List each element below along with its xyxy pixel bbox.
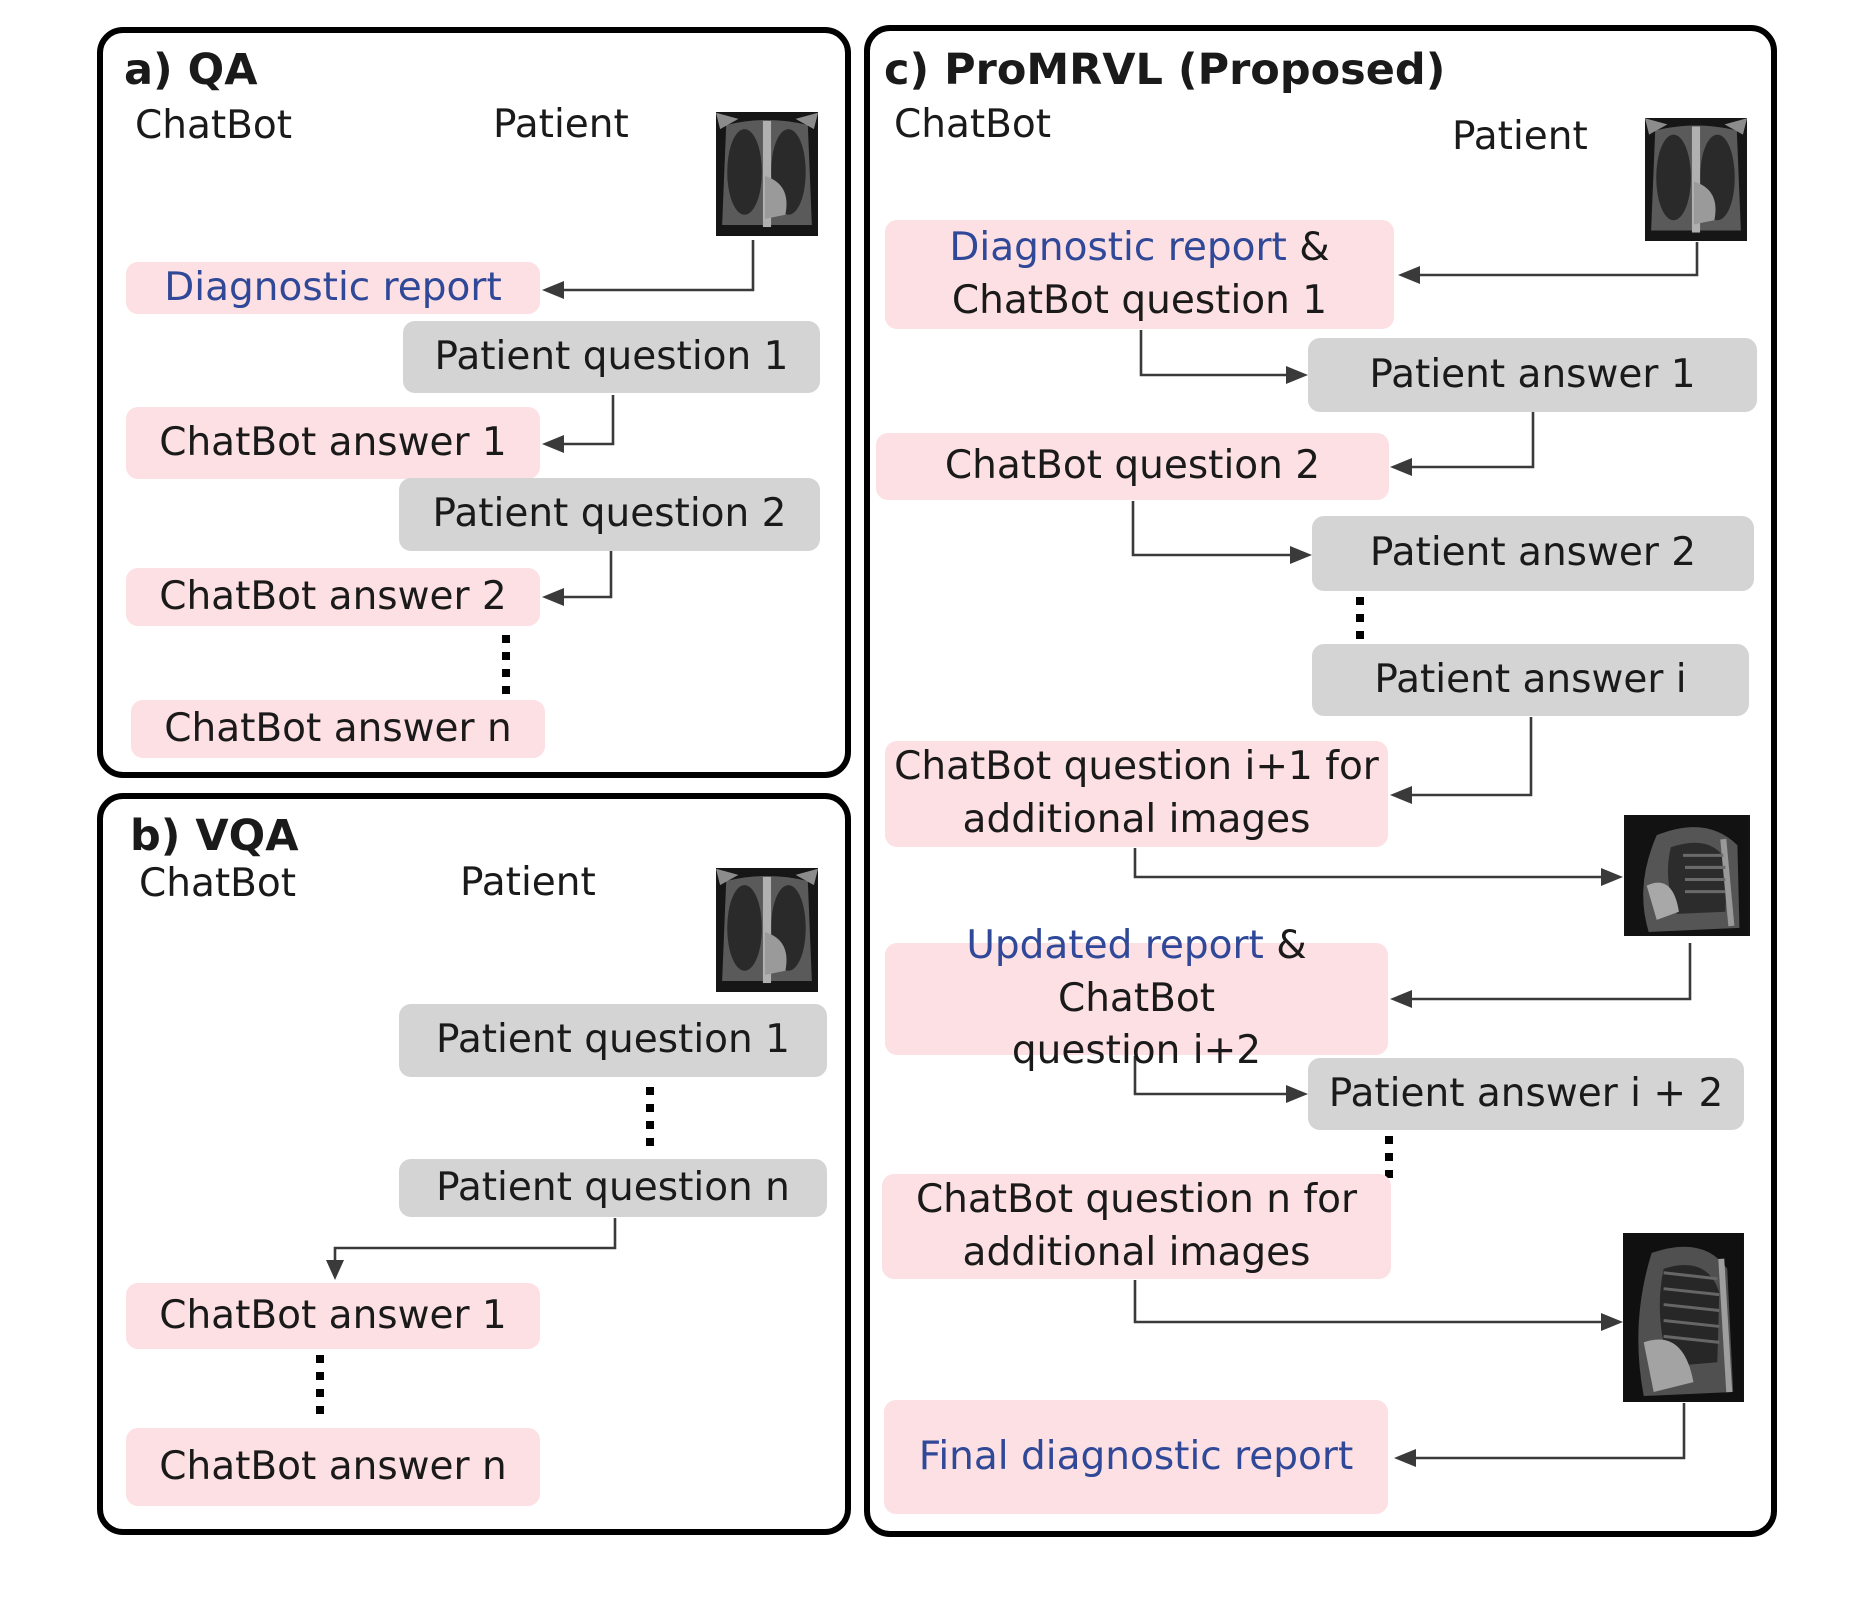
updated-line2: question i+2 [1011, 1028, 1262, 1074]
updated-report-question-i2-box-c: Updated report & ChatBot question i+2 [885, 923, 1388, 1073]
arrowhead [1286, 366, 1308, 384]
patient-answer-i2-box-c: Patient answer i + 2 [1308, 1058, 1744, 1130]
ellipsis-dots-c2 [1385, 1136, 1393, 1178]
updated-rest-text: & ChatBot [1057, 923, 1307, 1021]
arrow-answeri-to-qi1-c [1408, 717, 1533, 797]
updated-report-text: Updated report & ChatBot question i+2 [885, 920, 1388, 1078]
arrow-questionn-to-answer1-b [333, 1218, 617, 1262]
panel-c-title: c) ProMRVL (Proposed) [884, 45, 1446, 95]
arrow-q2-to-answer2-c [1131, 501, 1294, 557]
patient-question-2-box-a: Patient question 2 [399, 478, 820, 551]
chatbot-question-n-box-c: ChatBot question n for additional images [882, 1174, 1391, 1279]
panel-a-chatbot-label: ChatBot [135, 103, 293, 148]
patient-question-1-box-a: Patient question 1 [403, 321, 820, 393]
question-n-line2: additional images [962, 1229, 1311, 1275]
ellipsis-dots-c1 [1356, 597, 1364, 639]
final-diagnostic-report-box-c: Final diagnostic report [884, 1400, 1388, 1514]
arrowhead [542, 281, 564, 299]
arrow-lateral-xray-to-final-c [1412, 1403, 1686, 1460]
chatbot-answer-n-box-b: ChatBot answer n [126, 1428, 540, 1506]
chatbot-question-2-box-c: ChatBot question 2 [876, 433, 1389, 500]
question-n-text: ChatBot question n for additional images [916, 1174, 1357, 1279]
question-i1-line1: ChatBot question i+1 for [894, 744, 1379, 790]
ellipsis-dots-b1 [646, 1087, 654, 1146]
panel-b-vqa-frame [97, 793, 851, 1535]
updated-report-label: Updated report [966, 923, 1264, 969]
arrow-question2-to-answer2-a [560, 551, 613, 599]
patient-answer-1-box-c: Patient answer 1 [1308, 338, 1757, 412]
arrowhead [1601, 868, 1623, 886]
patient-question-n-box-b: Patient question n [399, 1159, 827, 1217]
panel-c-chatbot-label: ChatBot [894, 102, 1052, 147]
question-n-line1: ChatBot question n for [915, 1176, 1358, 1222]
arrow-question1-to-answer1-a [560, 395, 615, 446]
report-question-1-text: Diagnostic report & ChatBot question 1 [949, 222, 1329, 327]
panel-c-promrvl-frame [864, 25, 1777, 1537]
arrow-xray-to-report-a [560, 240, 755, 292]
arrow-qn-to-lateral-xray-c [1133, 1280, 1605, 1324]
arrowhead [1286, 1085, 1308, 1103]
patient-question-1-box-b: Patient question 1 [399, 1004, 827, 1077]
panel-b-title: b) VQA [130, 811, 299, 861]
chest-xray-frontal-icon [1645, 118, 1747, 241]
question-1-text: ChatBot question 1 [951, 277, 1328, 323]
chatbot-answer-n-box-a: ChatBot answer n [131, 700, 545, 758]
chatbot-answer-2-box-a: ChatBot answer 2 [126, 568, 540, 626]
chatbot-answer-1-box-b: ChatBot answer 1 [126, 1283, 540, 1349]
arrow-updated-to-answeri2-c [1133, 1056, 1290, 1096]
arrowhead [1290, 546, 1312, 564]
diagnostic-report-box-a: Diagnostic report [126, 262, 540, 314]
arrowhead [1390, 786, 1412, 804]
panel-a-qa-frame [97, 27, 851, 778]
arrow-lateral-xray-to-updated-report-c [1408, 943, 1692, 1001]
report-text: Diagnostic report [949, 224, 1287, 270]
chatbot-question-i1-box-c: ChatBot question i+1 for additional imag… [885, 741, 1388, 847]
panel-a-patient-label: Patient [493, 102, 629, 147]
panel-b-chatbot-label: ChatBot [139, 861, 297, 906]
ellipsis-dots-b2 [316, 1355, 324, 1414]
amp-text: & [1286, 224, 1330, 270]
arrowhead [1390, 990, 1412, 1008]
question-i1-text: ChatBot question i+1 for additional imag… [894, 741, 1379, 846]
question-i1-line2: additional images [962, 797, 1311, 842]
chest-xray-lateral-icon [1624, 815, 1750, 936]
patient-answer-2-box-c: Patient answer 2 [1312, 516, 1754, 591]
ellipsis-dots-a [502, 635, 510, 694]
arrow-q1-to-answer1-c [1139, 330, 1290, 377]
arrowhead [542, 435, 564, 453]
panel-b-patient-label: Patient [460, 860, 596, 905]
arrowhead [1394, 1449, 1416, 1467]
chest-xray-frontal-icon [716, 112, 818, 236]
panel-a-title: a) QA [124, 45, 258, 95]
arrow-answer1-to-q2-c [1408, 412, 1535, 469]
arrowhead [1601, 1313, 1623, 1331]
diagnostic-report-question-1-box-c: Diagnostic report & ChatBot question 1 [885, 220, 1394, 329]
chatbot-answer-1-box-a: ChatBot answer 1 [126, 407, 540, 479]
arrowhead [1390, 458, 1412, 476]
panel-c-patient-label: Patient [1452, 114, 1588, 159]
patient-answer-i-box-c: Patient answer i [1312, 644, 1749, 716]
arrowhead [1398, 266, 1420, 284]
chest-xray-lateral-icon [1623, 1233, 1744, 1402]
arrow-qi1-to-lateral-xray-c [1133, 848, 1605, 879]
arrow-xray-to-report-c [1416, 242, 1699, 277]
arrowhead [542, 588, 564, 606]
arrowhead [326, 1260, 344, 1280]
chest-xray-frontal-icon [716, 868, 818, 992]
